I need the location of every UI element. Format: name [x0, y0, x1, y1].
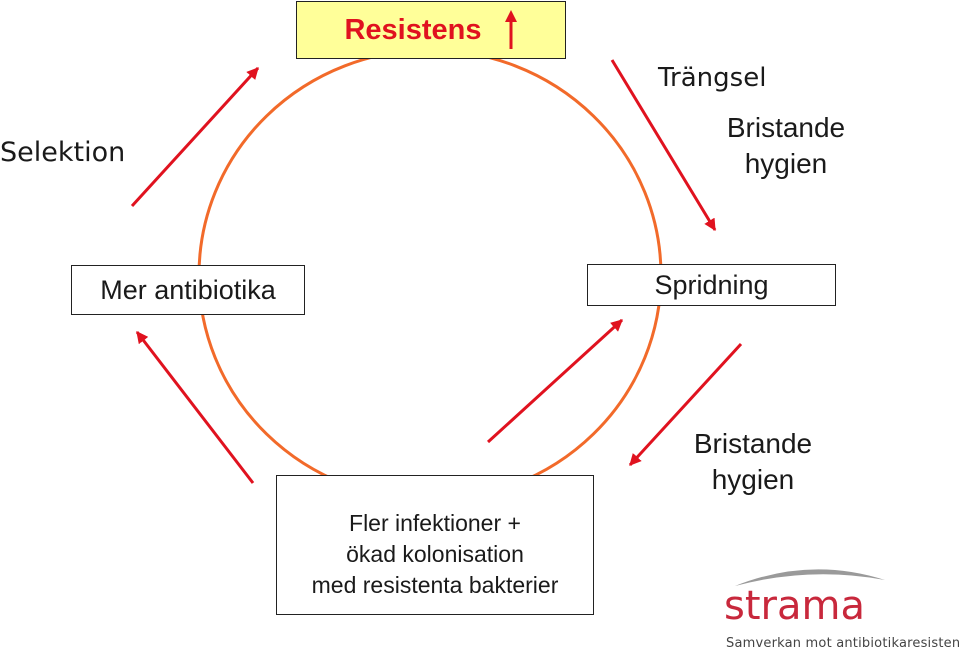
fler-infektioner-line-2: ökad kolonisation	[346, 540, 524, 567]
bristande-hygien-top: Bristande hygien	[713, 110, 859, 182]
bristande-hygien-top-line-1: Bristande	[726, 112, 846, 143]
selektion-label: Selektion	[0, 137, 126, 168]
spridning-label: Spridning	[654, 269, 769, 300]
bristande-hygien-bottom-line-2: hygien	[711, 464, 795, 495]
trangsel-label: Trängsel	[658, 63, 767, 93]
mer-antibiotika-label: Mer antibiotika	[100, 274, 276, 305]
bristande-hygien-bottom-line-1: Bristande	[693, 428, 813, 459]
fler-infektioner-box: Fler infektioner + ökad kolonisation med…	[276, 475, 594, 615]
bristande-hygien-bottom: Bristande hygien	[680, 426, 826, 498]
fler-infektioner-line-3: med resistenta bakterier	[311, 571, 559, 598]
resistens-box: Resistens	[296, 1, 566, 59]
arrow-to-antibiotika	[135, 331, 255, 484]
spridning-box: Spridning	[587, 264, 836, 306]
resistens-label: Resistens	[344, 13, 482, 46]
arrow-bristande-hygien	[628, 342, 743, 467]
strama-logo-wordmark: Strama	[724, 583, 865, 629]
arrow-to-spridning	[486, 318, 624, 444]
strama-logo-swoosh	[735, 569, 885, 586]
strama-logo-tagline: Samverkan mot antibiotikaresistens	[726, 636, 959, 651]
up-arrow-icon	[504, 10, 517, 49]
bristande-hygien-top-line-2: hygien	[744, 148, 828, 179]
mer-antibiotika-box: Mer antibiotika	[71, 265, 305, 315]
arrow-trangsel	[610, 59, 717, 232]
fler-infektioner-line-1: Fler infektioner +	[349, 509, 521, 536]
strama-logo: Strama Samverkan mot antibiotikaresisten…	[720, 562, 959, 655]
arrow-selektion	[130, 66, 260, 208]
